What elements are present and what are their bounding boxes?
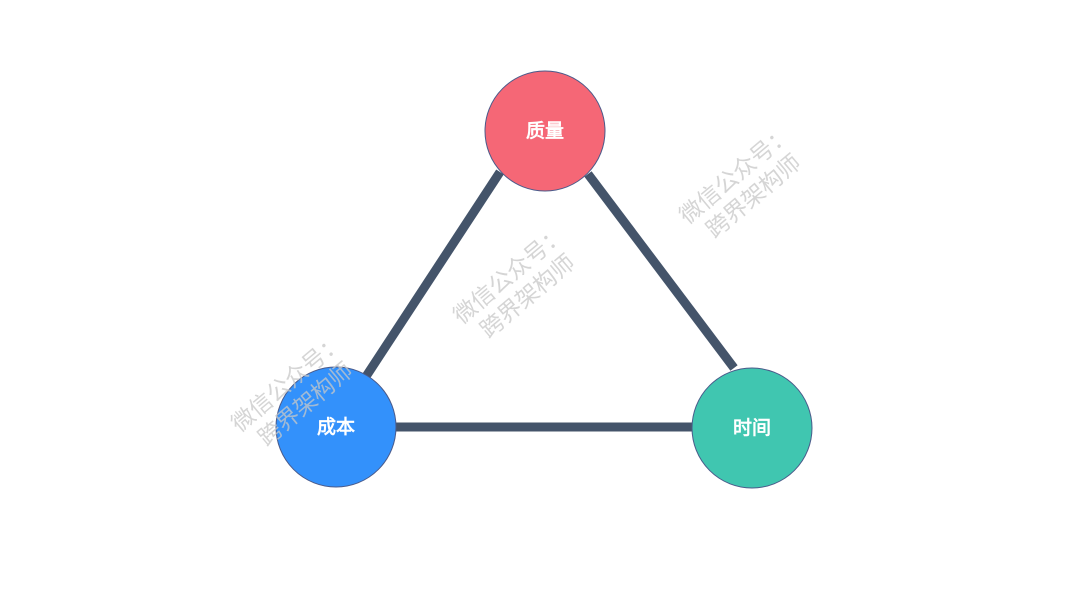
node-time-label: 时间 <box>733 417 771 439</box>
node-quality: 质量 <box>484 70 606 192</box>
node-time: 时间 <box>691 367 813 489</box>
edge-quality-cost <box>361 169 504 381</box>
diagram-edges <box>361 169 738 432</box>
node-quality-circle <box>484 70 606 192</box>
node-quality-label: 质量 <box>526 120 564 142</box>
edge-quality-time <box>584 171 738 371</box>
node-cost-label: 成本 <box>317 415 355 438</box>
node-cost-circle <box>275 366 397 488</box>
node-time-circle <box>691 367 813 489</box>
node-cost: 成本 <box>275 366 397 488</box>
